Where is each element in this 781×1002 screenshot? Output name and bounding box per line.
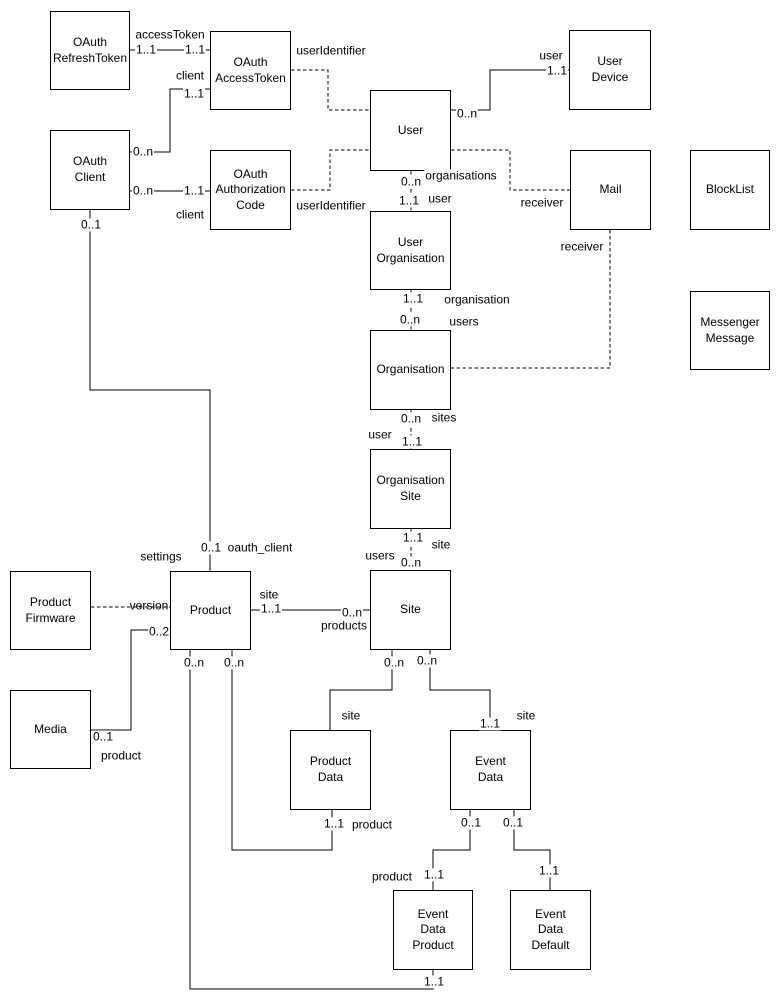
edge-label: user [427, 191, 453, 206]
entity-user-device: User Device [569, 30, 651, 110]
edge-label: 0..n [399, 174, 423, 189]
edge-mail-organisation [451, 230, 611, 369]
edge-label: sites [430, 410, 458, 425]
edge-label: userIdentifier [295, 198, 367, 213]
edge-label: users [364, 548, 396, 563]
edge-label: receiver [519, 195, 565, 210]
edge-label: 1..1 [537, 863, 561, 878]
entity-event-data-product: Event Data Product [393, 890, 473, 970]
edge-label: 1..1 [400, 434, 424, 449]
edge-oauth-client-product [89, 210, 211, 571]
edge-label: version [129, 598, 169, 613]
edge-label: 1..1 [182, 183, 206, 198]
edge-label: 0..1 [501, 815, 525, 830]
edge-label: site [340, 708, 362, 723]
edge-label: product [370, 869, 414, 884]
entity-oauth-authorization-code: OAuth Authorization Code [210, 150, 291, 230]
edge-label: 0..n [382, 655, 406, 670]
edge-oauth-authorization-code-user [291, 149, 370, 191]
edge-label: 1..1 [422, 974, 446, 989]
entity-oauth-refresh-token: OAuth RefreshToken [50, 11, 130, 90]
entity-user-organisation: User Organisation [370, 211, 451, 290]
edge-label: 0..n [131, 183, 155, 198]
entity-user: User [370, 90, 451, 171]
edge-label: 1..1 [183, 42, 207, 57]
edge-label: 0..n [131, 144, 155, 159]
entity-event-data-default: Event Data Default [510, 890, 591, 970]
entity-event-data: Event Data [450, 730, 531, 810]
edge-label: 1..1 [397, 193, 421, 208]
edge-label: organisations [424, 168, 498, 183]
edge-label: 0..1 [91, 729, 115, 744]
edge-label: 1..1 [259, 601, 283, 616]
edge-label: 0..n [455, 106, 479, 121]
edge-label: 0..n [415, 653, 439, 668]
edge-label: 1..1 [401, 530, 425, 545]
edge-label: 1..1 [322, 816, 346, 831]
entity-oauth-access-token: OAuth AccessToken [210, 31, 291, 110]
edge-label: 0..1 [199, 540, 223, 555]
entity-organisation-site: Organisation Site [370, 449, 451, 529]
edge-label: site [430, 537, 452, 552]
edge-label: 0..n [340, 605, 364, 620]
entity-product-firmware: Product Firmware [10, 571, 91, 650]
entity-blocklist: BlockList [690, 150, 770, 230]
edge-label: 1..1 [422, 867, 446, 882]
entity-product-data: Product Data [290, 730, 371, 810]
edge-label: 0..2 [147, 624, 171, 639]
edge-site-event-data [429, 650, 491, 730]
edge-label: site [515, 708, 537, 723]
edge-label: site [258, 587, 280, 602]
edge-label: client [174, 207, 206, 222]
entity-oauth-client: OAuth Client [50, 130, 130, 210]
entity-organisation: Organisation [370, 330, 451, 410]
entity-site: Site [370, 570, 451, 650]
edge-media-product [91, 629, 170, 731]
entity-mail: Mail [570, 150, 651, 230]
edge-label: users [448, 314, 480, 329]
edge-label: products [319, 618, 369, 633]
edge-label: 1..1 [134, 42, 158, 57]
edge-label: user [538, 48, 564, 63]
edge-label: product [350, 817, 394, 832]
edge-label: user [367, 427, 393, 442]
edge-oauth-access-token-user [291, 69, 370, 111]
edge-label: 0..n [398, 312, 422, 327]
edge-label: 0..n [182, 655, 206, 670]
edge-label: 0..n [399, 555, 423, 570]
entity-messenger-message: Messenger Message [690, 291, 770, 370]
edge-label: 0..1 [459, 815, 483, 830]
edge-label: 1..1 [545, 63, 569, 78]
edge-label: 0..n [222, 655, 246, 670]
edge-label: receiver [559, 239, 605, 254]
edge-label: client [174, 68, 206, 83]
edge-label: 0..1 [79, 217, 103, 232]
edge-label: 1..1 [401, 291, 425, 306]
entity-product: Product [170, 571, 251, 650]
edge-label: oauth_client [226, 540, 294, 555]
edge-site-product-data [329, 650, 393, 730]
edge-label: product [99, 748, 143, 763]
edge-label: userIdentifier [295, 43, 367, 58]
edge-label: 1..1 [182, 86, 206, 101]
edge-label: 1..1 [478, 716, 502, 731]
edge-label: accessToken [134, 27, 206, 42]
edge-label: organisation [443, 292, 511, 307]
edge-label: 0..n [399, 411, 423, 426]
edge-user-mail [451, 149, 570, 191]
edge-label: settings [139, 549, 183, 564]
entity-media: Media [10, 690, 91, 769]
